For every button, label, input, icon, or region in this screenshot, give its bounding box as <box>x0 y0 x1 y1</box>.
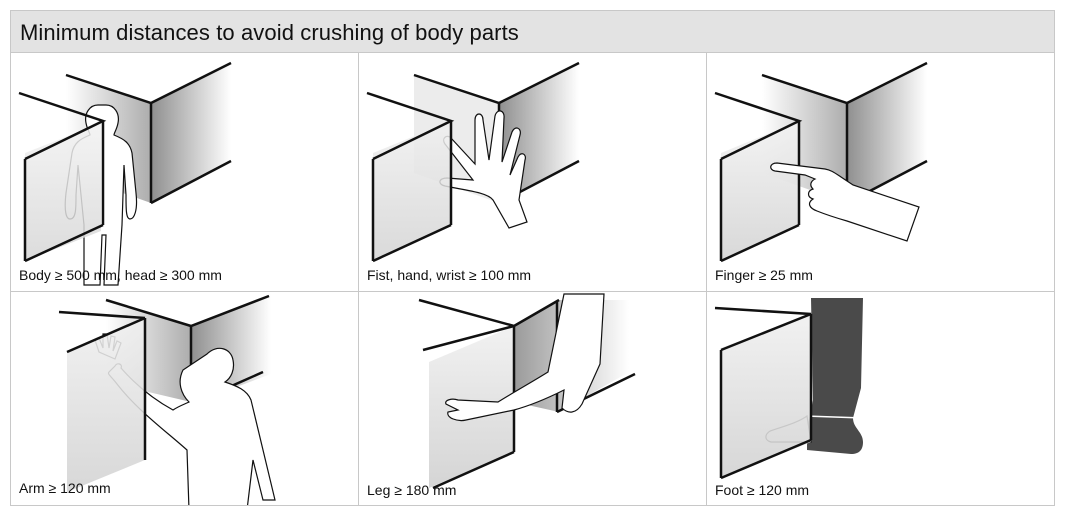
panel-finger: Finger ≥ 25 mm <box>707 53 1054 291</box>
panel-body: Body ≥ 500 mm, head ≥ 300 mm <box>11 53 358 291</box>
diagram-frame: Minimum distances to avoid crushing of b… <box>10 10 1055 506</box>
panel-foot: Foot ≥ 120 mm <box>707 292 1054 505</box>
arm-illustration <box>58 294 276 505</box>
panel-leg: Leg ≥ 180 mm <box>359 292 706 505</box>
foot-illustration <box>714 298 864 480</box>
caption-hand: Fist, hand, wrist ≥ 100 mm <box>367 267 532 283</box>
caption-arm: Arm ≥ 120 mm <box>19 480 111 496</box>
caption-leg: Leg ≥ 180 mm <box>367 482 457 498</box>
panel-arm: Arm ≥ 120 mm <box>11 292 358 505</box>
body-illustration <box>18 61 232 286</box>
panel-hand: Fist, hand, wrist ≥ 100 mm <box>359 53 706 291</box>
caption-body: Body ≥ 500 mm, head ≥ 300 mm <box>19 267 222 283</box>
hand-illustration <box>366 61 580 263</box>
finger-illustration <box>714 61 928 263</box>
panel-grid: Body ≥ 500 mm, head ≥ 300 mm <box>11 53 1054 505</box>
diagram-title: Minimum distances to avoid crushing of b… <box>20 20 519 45</box>
caption-finger: Finger ≥ 25 mm <box>715 267 813 283</box>
leg-illustration <box>418 293 636 490</box>
caption-foot: Foot ≥ 120 mm <box>715 482 810 498</box>
title-bar: Minimum distances to avoid crushing of b… <box>11 11 1054 53</box>
